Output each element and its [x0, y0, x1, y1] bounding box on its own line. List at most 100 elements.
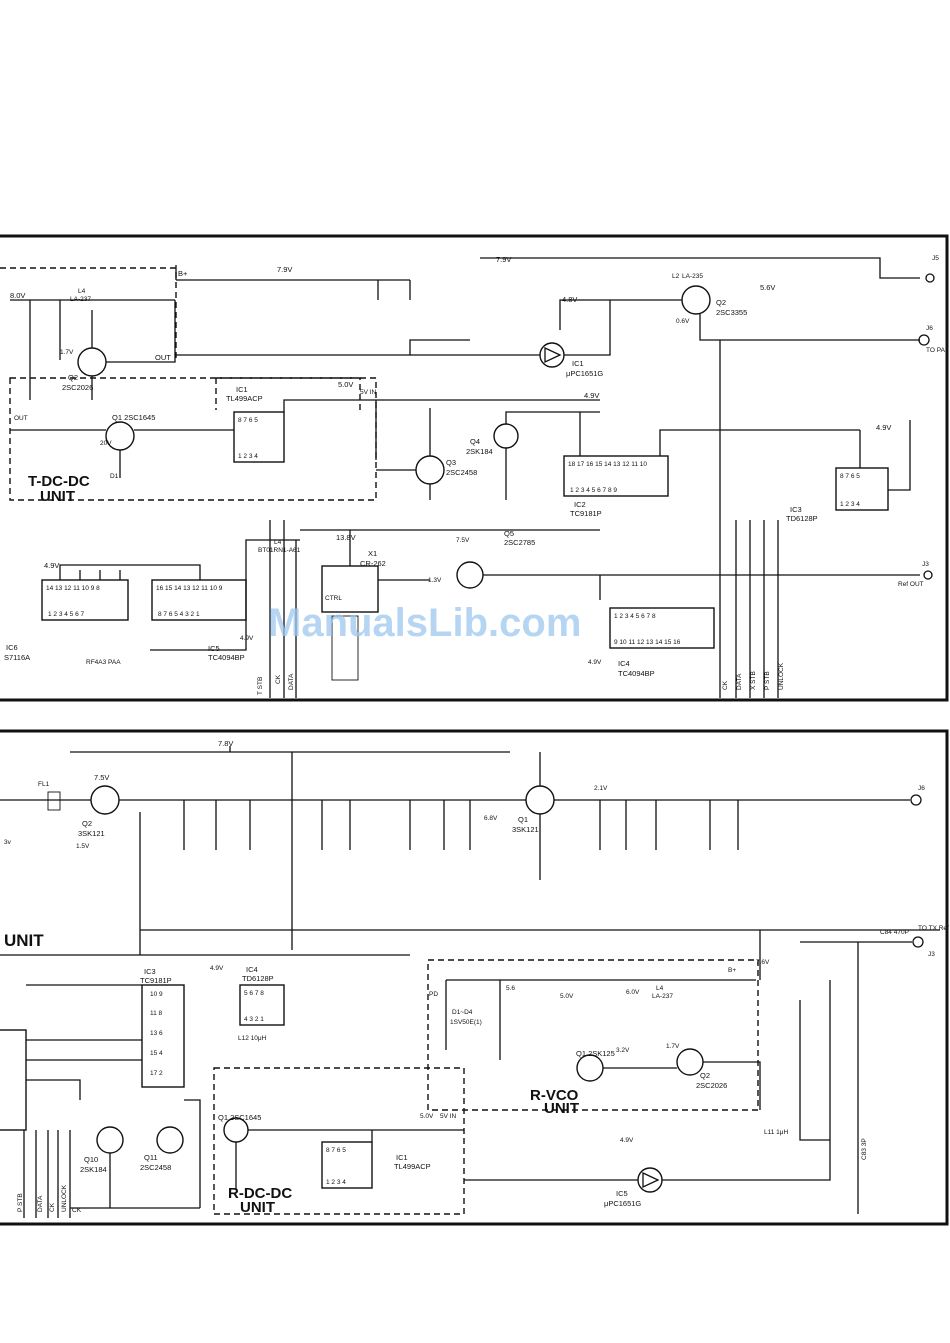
sig-unlock-b: UNLOCK	[61, 1184, 68, 1212]
ic1-tl-ref: IC1	[236, 385, 248, 394]
svg-text:1 2 3 4 5 6 7 8: 1 2 3 4 5 6 7 8	[614, 613, 656, 620]
rail-7v9-label: 7.9V	[277, 265, 292, 274]
v-3v-label: 3v	[4, 839, 12, 846]
v-1v3-label: 1.3V	[428, 577, 442, 584]
j5-label: J5	[932, 255, 939, 262]
ic1-upc-part: μPC1651G	[566, 369, 603, 378]
q4-2sk184	[493, 423, 519, 449]
svg-text:10 9: 10 9	[150, 991, 163, 998]
v-3v2-label: 3.2V	[616, 1047, 630, 1054]
sig-ck-right: CK	[722, 680, 729, 690]
5v-in-bottom: 5V IN	[440, 1113, 457, 1120]
j3-bottom-label: J3	[928, 951, 935, 958]
rail-6v0: 6.0V	[626, 989, 640, 996]
ic6-part: S7116A	[4, 653, 30, 662]
rvco-label-2: UNIT	[544, 1100, 579, 1117]
ic4-td6128p	[239, 984, 285, 1026]
rail-7v9-label-right: 7.9V	[496, 255, 511, 264]
ic5-bottom-part: μPC1651G	[604, 1199, 641, 1208]
q4-part: 2SK184	[466, 447, 493, 456]
q2-2sc3355	[681, 285, 711, 315]
sig-xstb: X STB	[750, 671, 757, 690]
rail-4v9-bottom: 4.9V	[210, 965, 224, 972]
j6-connector	[918, 334, 930, 346]
l11-label: L11 1μH	[764, 1129, 789, 1136]
d1-label: D1	[110, 473, 119, 480]
svg-text:15 4: 15 4	[150, 1050, 163, 1057]
v-20v-label: 20V	[100, 440, 112, 447]
ic1-bottom-part: TL499ACP	[394, 1162, 431, 1171]
svg-text:14 13 12 11 10 9 8: 14 13 12 11 10 9 8	[46, 585, 100, 592]
q5-part: 2SC2785	[504, 538, 535, 547]
rail-4v9-ic5: 4.9V	[240, 635, 254, 642]
amp-triangle-bottom	[642, 1171, 660, 1189]
q3-part: 2SC2458	[446, 468, 477, 477]
rail-5v0-dc: 5.0V	[420, 1113, 434, 1120]
left-connector-block	[0, 1029, 27, 1131]
q1-3sk121	[525, 785, 555, 815]
ic5-ref: IC5	[208, 644, 220, 653]
ic3-bottom-ref: IC3	[144, 967, 156, 976]
q1-dc-label: Q1 2SC1645	[218, 1113, 261, 1122]
rvco-unit-box	[427, 959, 759, 1111]
top-frame	[0, 234, 949, 702]
q2-left-part: 2SC2026	[62, 383, 93, 392]
to-pa-label: TO PA	[926, 347, 946, 354]
q10-2sk184	[96, 1126, 124, 1154]
tdcdc-upper-dash	[0, 267, 177, 360]
x1-part: CR-262	[360, 559, 386, 568]
q11-part: 2SC2458	[140, 1163, 171, 1172]
to-tx-ref-label: TO TX Ref	[918, 925, 949, 932]
l4-label: L4	[78, 288, 86, 295]
j5-connector	[925, 273, 935, 283]
q2-left-ref: Q2	[68, 373, 78, 382]
v-1v7-bottom: 1.7V	[666, 1043, 680, 1050]
d1-d4-part: 1SV50E(1)	[450, 1019, 482, 1026]
rail-4v9-ic4: 4.9V	[588, 659, 602, 666]
v-1v5-label: 1.5V	[76, 843, 90, 850]
ic3-td6128p	[835, 467, 889, 511]
ic2-ref: IC2	[574, 500, 586, 509]
svg-text:5 6 7 8: 5 6 7 8	[244, 990, 264, 997]
d1-d4-label: D1~D4	[452, 1009, 473, 1016]
ic4-bottom-ref: IC4	[246, 965, 258, 974]
right-rail-wire	[480, 257, 920, 279]
q11-ref: Q11	[144, 1153, 158, 1162]
out-label: OUT	[155, 353, 171, 362]
rvco-label-1: R-VCO	[530, 1087, 579, 1104]
tdcdc-unit-label-1: T-DC-DC	[28, 473, 90, 490]
q2-left-transistor	[77, 347, 107, 377]
sig-ck-bottom: CK	[72, 1207, 82, 1214]
tdcdc-out-label: OUT	[14, 415, 28, 422]
pd-label: PD	[429, 991, 438, 998]
q2-rvco-part: 2SC2026	[696, 1081, 727, 1090]
ic4-bottom-part: TD6128P	[242, 974, 274, 983]
ic5-bottom-ref: IC5	[616, 1189, 628, 1198]
l4-bottom: L4	[656, 985, 664, 992]
q1-label: Q1 2SC1645	[112, 413, 155, 422]
ic1-tl499acp-bottom	[321, 1141, 373, 1189]
rail-4v9-ic5: 4.9V	[620, 1137, 634, 1144]
x2-part: RF4A3 PAA	[86, 659, 121, 666]
sig-unlock: UNLOCK	[778, 662, 785, 690]
j3-bottom-connector	[912, 936, 924, 948]
ic1-bottom-ref: IC1	[396, 1153, 408, 1162]
svg-text:13 6: 13 6	[150, 1030, 163, 1037]
q1-bottom-part: 3SK121	[512, 825, 539, 834]
trimmer-block	[331, 615, 359, 681]
j6-label: J6	[926, 325, 933, 332]
q5-ref: Q5	[504, 529, 514, 538]
sig-tstb: T STB	[257, 677, 264, 695]
ic6-s7116a	[41, 579, 129, 621]
q1-2sk125	[576, 1054, 604, 1082]
j3-label: J3	[922, 561, 929, 568]
svg-text:1 2 3 4: 1 2 3 4	[840, 501, 860, 508]
rail-5v0-vco: 5.0V	[560, 993, 574, 1000]
ic5-tc4094bp-top	[151, 579, 247, 621]
q1-bottom-ref: Q1	[518, 815, 528, 824]
ic2-part: TC9181P	[570, 509, 602, 518]
rdcdc-label-1: R-DC-DC	[228, 1185, 292, 1202]
fl1-filter	[47, 791, 61, 811]
q2-3sk121	[90, 785, 120, 815]
